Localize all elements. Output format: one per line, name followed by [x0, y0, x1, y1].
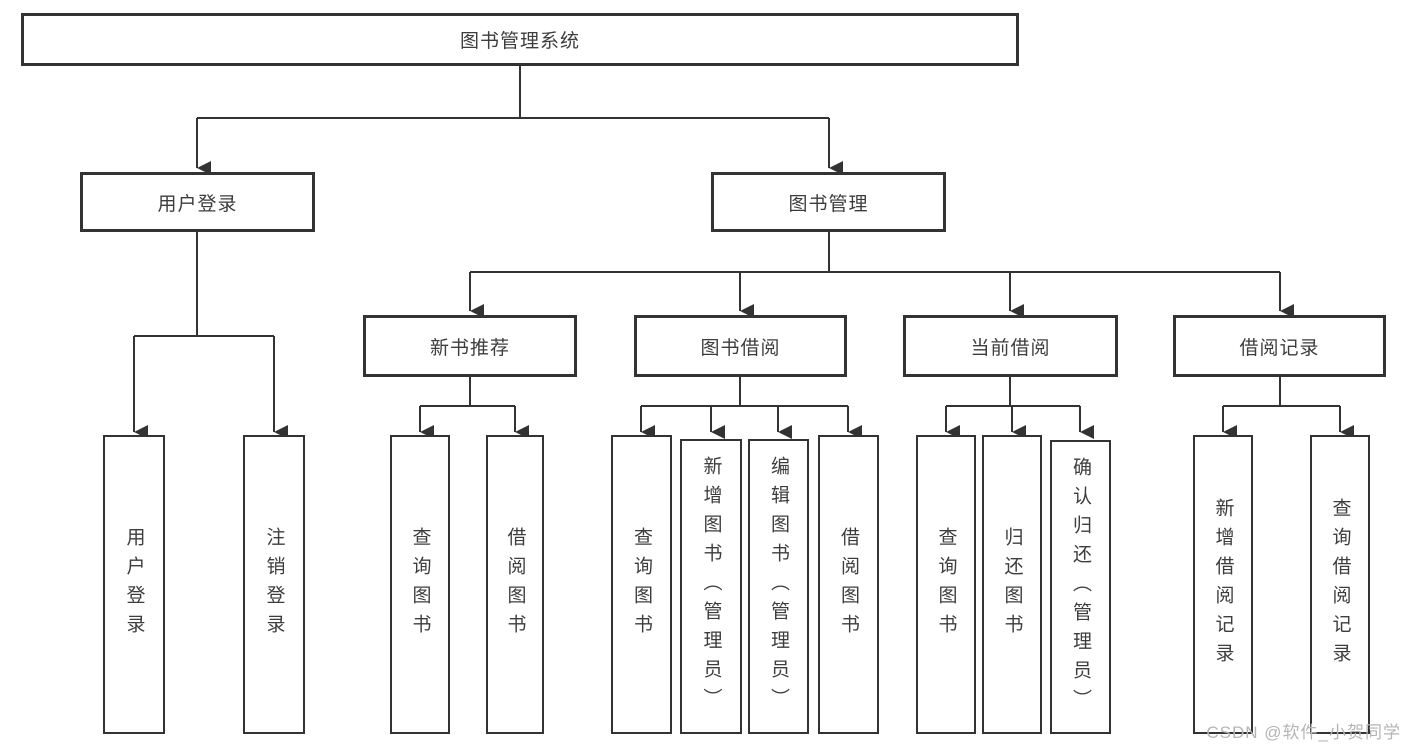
node-label: 借阅图书: [838, 526, 859, 643]
leaf-query-books-1: 查询图书: [390, 435, 450, 734]
node-label: 新增借阅记录: [1212, 497, 1234, 672]
node-label: 新书推荐: [429, 337, 510, 359]
leaf-query-books-3: 查询图书: [916, 435, 976, 734]
node-label: 查询借阅记录: [1329, 497, 1351, 672]
node-label: 当前借阅: [970, 337, 1051, 359]
leaf-borrow-books-1: 借阅图书: [486, 435, 544, 734]
node-new-book-recommend: 新书推荐: [363, 315, 577, 377]
node-label: 借阅记录: [1239, 337, 1320, 359]
leaf-confirm-return-admin: 确认归还（管理员）: [1050, 440, 1111, 734]
node-label: 用户登录: [157, 193, 238, 215]
leaf-query-books-2: 查询图书: [611, 435, 672, 734]
node-label: 图书管理系统: [459, 31, 580, 52]
node-current-borrow: 当前借阅: [903, 315, 1118, 377]
node-label: 查询图书: [935, 526, 957, 643]
leaf-add-borrow-record: 新增借阅记录: [1193, 435, 1253, 734]
node-user-login: 用户登录: [80, 172, 315, 232]
node-label: 新增图书（管理员）: [700, 456, 722, 717]
leaf-return-book: 归还图书: [982, 435, 1042, 734]
node-label: 借阅图书: [504, 526, 526, 643]
node-book-management: 图书管理: [711, 172, 946, 232]
node-label: 注销登录: [263, 526, 285, 643]
leaf-logout: 注销登录: [243, 435, 305, 734]
leaf-query-borrow-record: 查询借阅记录: [1310, 435, 1370, 734]
node-label: 编辑图书（管理员）: [768, 456, 789, 717]
node-root-system: 图书管理系统: [21, 13, 1019, 66]
node-label: 查询图书: [631, 526, 652, 643]
node-label: 归还图书: [1001, 526, 1023, 643]
watermark: CSDN @软件_小贺同学: [1206, 723, 1401, 742]
node-label: 图书管理: [788, 193, 869, 215]
node-label: 图书借阅: [700, 337, 781, 359]
node-borrow-records: 借阅记录: [1173, 315, 1386, 377]
leaf-user-login: 用户登录: [103, 435, 165, 734]
leaf-add-book-admin: 新增图书（管理员）: [680, 439, 742, 734]
leaf-borrow-books-2: 借阅图书: [818, 435, 879, 734]
leaf-edit-book-admin: 编辑图书（管理员）: [748, 439, 809, 734]
node-label: 用户登录: [123, 526, 145, 643]
node-label: 确认归还（管理员）: [1070, 456, 1091, 718]
node-book-borrow: 图书借阅: [634, 315, 847, 377]
node-label: 查询图书: [409, 526, 431, 643]
